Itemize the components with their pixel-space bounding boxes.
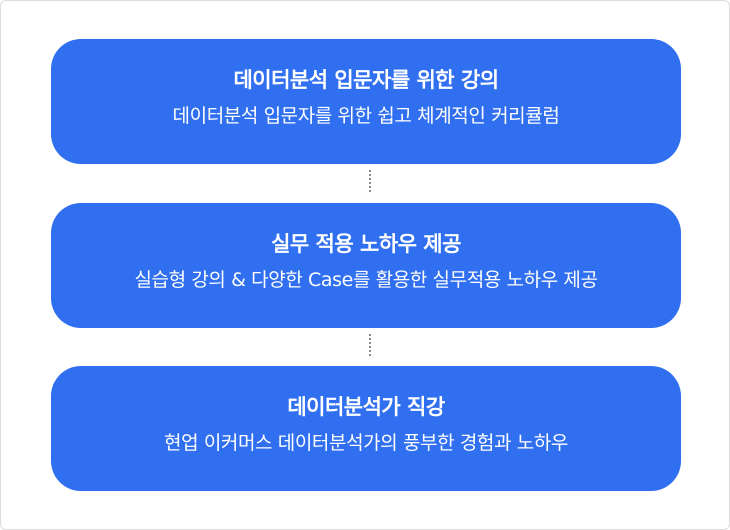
card-description: 실습형 강의 & 다양한 Case를 활용한 실무적용 노하우 제공 <box>134 269 598 291</box>
dotted-connector <box>369 334 371 356</box>
dotted-connector <box>369 170 371 192</box>
card-description: 데이터분석 입문자를 위한 쉽고 체계적인 커리큘럼 <box>172 105 560 127</box>
card-title: 데이터분석가 직강 <box>287 395 445 419</box>
feature-card-practical-knowhow: 실무 적용 노하우 제공 실습형 강의 & 다양한 Case를 활용한 실무적용… <box>51 203 681 328</box>
card-description: 현업 이커머스 데이터분석가의 풍부한 경험과 노하우 <box>164 432 568 454</box>
feature-card-analyst-instructor: 데이터분석가 직강 현업 이커머스 데이터분석가의 풍부한 경험과 노하우 <box>51 366 681 491</box>
card-title: 데이터분석 입문자를 위한 강의 <box>233 68 499 92</box>
card-title: 실무 적용 노하우 제공 <box>271 232 461 256</box>
feature-card-beginner-course: 데이터분석 입문자를 위한 강의 데이터분석 입문자를 위한 쉽고 체계적인 커… <box>51 39 681 164</box>
